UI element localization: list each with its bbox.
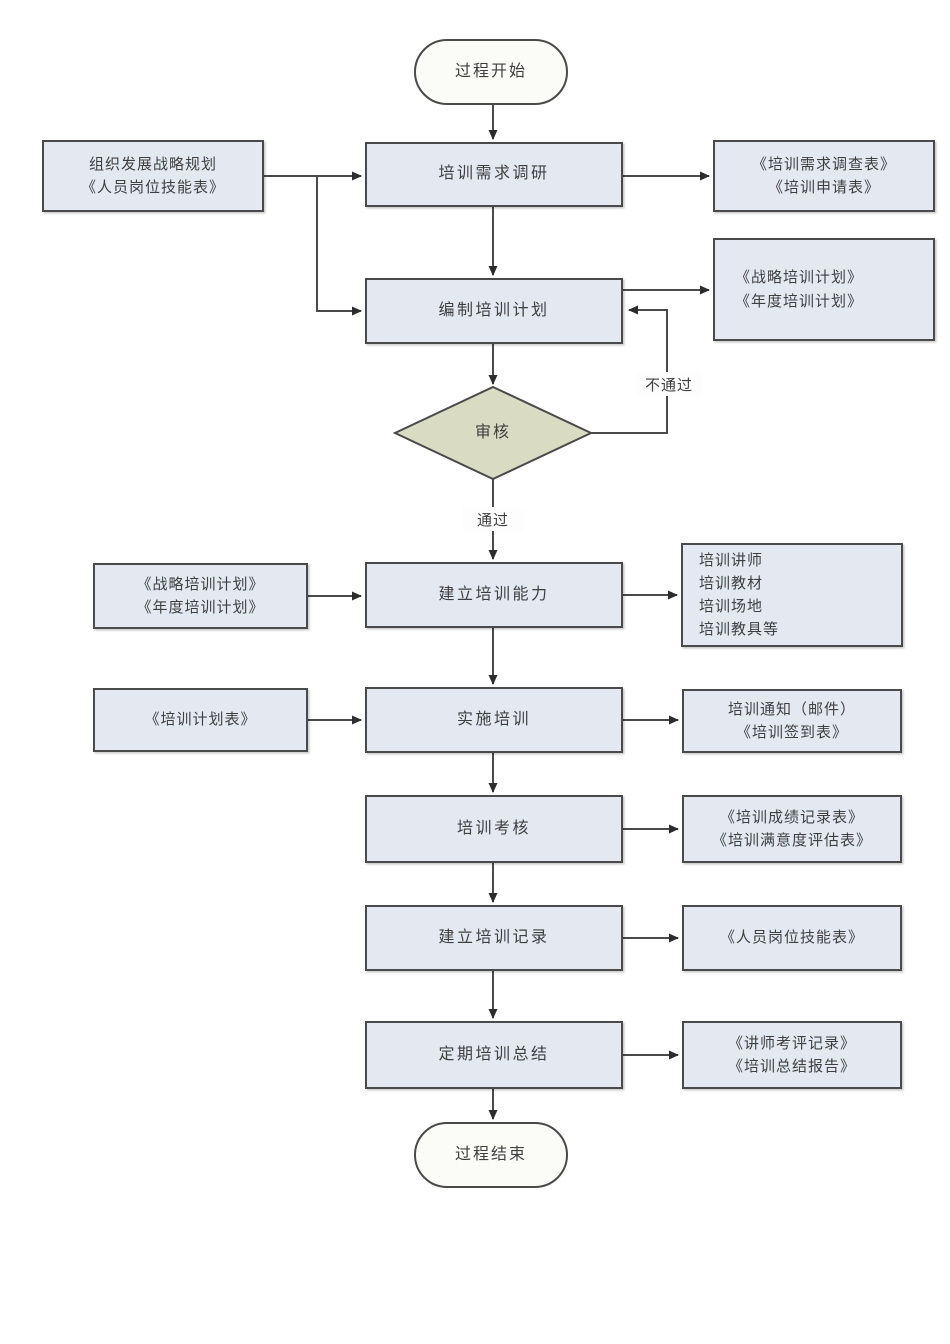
connector-i1-to-p2 bbox=[316, 176, 362, 316]
edge-label-pass: 通过 bbox=[462, 507, 524, 531]
edge-label-fail-text: 不通过 bbox=[644, 376, 693, 394]
process-label: 建立培训记录 bbox=[438, 928, 550, 946]
output-training-plans: 《战略培训计划》 《年度培训计划》 bbox=[713, 238, 935, 341]
output-line: 《培训总结报告》 bbox=[727, 1058, 856, 1075]
process-training-needs-research: 培训需求调研 bbox=[365, 142, 623, 207]
output-line: 《战略培训计划》 bbox=[735, 269, 864, 287]
input-strategy-plan: 组织发展战略规划 《人员岗位技能表》 bbox=[42, 140, 264, 212]
decision-label: 审核 bbox=[474, 423, 511, 441]
process-build-training-records: 建立培训记录 bbox=[365, 905, 623, 971]
decision-diamond-shape bbox=[392, 385, 594, 481]
output-line: 培训讲师 bbox=[699, 551, 764, 569]
process-label: 定期培训总结 bbox=[438, 1045, 550, 1063]
output-score-satisfaction-forms: 《培训成绩记录表》 《培训满意度评估表》 bbox=[682, 795, 902, 863]
edge-label-fail: 不通过 bbox=[636, 372, 702, 396]
input-line: 《年度培训计划》 bbox=[136, 599, 265, 616]
output-line: 《培训签到表》 bbox=[735, 724, 848, 741]
input-line: 《战略培训计划》 bbox=[136, 575, 265, 593]
output-line: 培训教具等 bbox=[699, 621, 780, 639]
output-needs-survey-forms: 《培训需求调查表》 《培训申请表》 bbox=[713, 140, 935, 212]
input-line: 《培训计划表》 bbox=[144, 711, 257, 729]
output-line: 培训场地 bbox=[699, 598, 764, 615]
output-review-summary-reports: 《讲师考评记录》 《培训总结报告》 bbox=[682, 1021, 902, 1089]
process-label: 编制培训计划 bbox=[438, 301, 550, 319]
process-label: 培训考核 bbox=[456, 819, 531, 837]
output-line: 《人员岗位技能表》 bbox=[719, 929, 864, 947]
input-line: 组织发展战略规划 bbox=[88, 155, 217, 173]
process-build-training-capability: 建立培训能力 bbox=[365, 562, 623, 628]
process-training-assessment: 培训考核 bbox=[365, 795, 623, 863]
process-label: 建立培训能力 bbox=[438, 585, 550, 603]
process-label: 实施培训 bbox=[456, 710, 531, 728]
output-notice-signin: 培训通知（邮件） 《培训签到表》 bbox=[682, 689, 902, 753]
process-develop-training-plan: 编制培训计划 bbox=[365, 278, 623, 344]
output-line: 培训通知（邮件） bbox=[727, 700, 856, 718]
output-line: 《讲师考评记录》 bbox=[727, 1034, 856, 1052]
edge-label-pass-text: 通过 bbox=[476, 511, 509, 529]
input-strategic-annual-plans: 《战略培训计划》 《年度培训计划》 bbox=[93, 563, 308, 629]
output-line: 培训教材 bbox=[699, 574, 764, 592]
output-line: 《培训需求调查表》 bbox=[751, 155, 896, 173]
output-line: 《培训申请表》 bbox=[767, 179, 880, 196]
output-line: 《培训满意度评估表》 bbox=[711, 832, 872, 849]
connector-decision-fail-to-p2 bbox=[591, 305, 668, 434]
terminal-start-label: 过程开始 bbox=[454, 62, 527, 80]
input-line: 《人员岗位技能表》 bbox=[80, 179, 225, 196]
process-implement-training: 实施培训 bbox=[365, 687, 623, 753]
terminal-end: 过程结束 bbox=[414, 1122, 568, 1188]
process-label: 培训需求调研 bbox=[438, 165, 550, 183]
terminal-end-label: 过程结束 bbox=[454, 1145, 527, 1163]
output-training-resources: 培训讲师 培训教材 培训场地 培训教具等 bbox=[681, 543, 903, 647]
output-line: 《年度培训计划》 bbox=[735, 292, 864, 310]
process-periodic-training-summary: 定期培训总结 bbox=[365, 1021, 623, 1089]
output-skill-matrix: 《人员岗位技能表》 bbox=[682, 905, 902, 971]
terminal-start: 过程开始 bbox=[414, 39, 568, 105]
input-training-schedule: 《培训计划表》 bbox=[93, 688, 308, 752]
decision-review: 审核 bbox=[393, 419, 593, 447]
output-line: 《培训成绩记录表》 bbox=[719, 808, 864, 826]
